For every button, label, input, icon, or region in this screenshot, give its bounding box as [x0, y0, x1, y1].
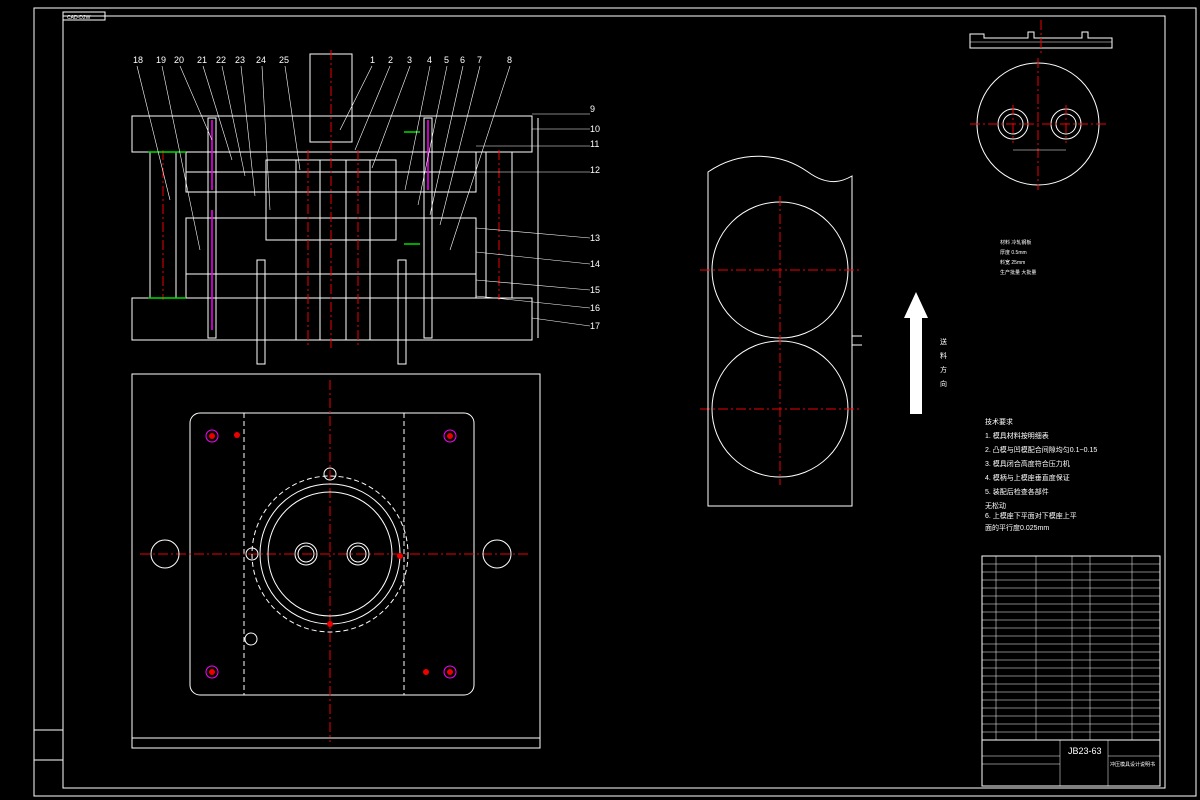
svg-text:生产批量 大批量: 生产批量 大批量 — [1000, 269, 1036, 276]
part-no: 21 — [197, 55, 207, 65]
svg-text:送: 送 — [940, 337, 947, 346]
technical-notes: 技术要求 1. 模具材料按明细表 2. 凸模与凹模配合间隙均匀0.1~0.15 … — [985, 417, 1097, 532]
part-no: 14 — [590, 259, 600, 269]
svg-text:5. 装配后检查各部件: 5. 装配后检查各部件 — [985, 487, 1049, 496]
part-no: 15 — [590, 285, 600, 295]
part-no: 25 — [279, 55, 289, 65]
svg-text:料: 料 — [940, 351, 947, 360]
company-name: 冲压模具设计说明书 — [1110, 761, 1155, 768]
part-no: 11 — [590, 139, 599, 149]
leaders — [136, 65, 591, 327]
part-no: 3 — [407, 55, 412, 65]
svg-text:3. 模具闭合高度符合压力机: 3. 模具闭合高度符合压力机 — [985, 459, 1070, 468]
part-no: 6 — [460, 55, 465, 65]
svg-text:6. 上模座下平面对下模座上平: 6. 上模座下平面对下模座上平 — [985, 511, 1077, 520]
drawing-border — [33, 7, 1197, 797]
plan-view — [131, 373, 541, 749]
part-no: 4 — [427, 55, 432, 65]
part-no: 12 — [590, 165, 600, 175]
parts-list — [981, 555, 1161, 787]
svg-text:无松动: 无松动 — [985, 501, 1006, 510]
svg-text:方: 方 — [940, 365, 947, 374]
svg-text:材料 冷轧钢板: 材料 冷轧钢板 — [1000, 239, 1031, 246]
svg-text:向: 向 — [940, 379, 947, 388]
part-no: 1 — [370, 55, 375, 65]
standard-code: JB23-63 — [1068, 746, 1102, 756]
part-no: 2 — [388, 55, 393, 65]
material-note: 材料 冷轧钢板 厚度 0.5mm 料宽 25mm 生产批量 大批量 — [1000, 239, 1036, 276]
part-no: 22 — [216, 55, 226, 65]
svg-text:2. 凸模与凹模配合间隙均匀0.1~0.15: 2. 凸模与凹模配合间隙均匀0.1~0.15 — [985, 445, 1097, 454]
title-tab-box — [62, 11, 106, 21]
part-no: 18 — [133, 55, 143, 65]
part-no: 24 — [256, 55, 266, 65]
part-no: 9 — [590, 104, 595, 114]
svg-text:厚度 0.5mm: 厚度 0.5mm — [1000, 249, 1027, 256]
feed-arrow-icon — [904, 292, 928, 414]
svg-text:技术要求: 技术要求 — [985, 417, 1013, 426]
part-number-labels: 1 2 3 4 5 6 7 8 9 10 11 12 13 14 15 16 1… — [133, 55, 600, 331]
svg-text:1. 模具材料按明细表: 1. 模具材料按明细表 — [985, 431, 1049, 440]
part-no: 10 — [590, 124, 600, 134]
svg-text:4. 模柄与上模座垂直度保证: 4. 模柄与上模座垂直度保证 — [985, 473, 1070, 482]
direction-label: 送 料 方 向 — [940, 337, 947, 388]
part-no: 8 — [507, 55, 512, 65]
part-no: 13 — [590, 233, 600, 243]
svg-text:料宽 25mm: 料宽 25mm — [1000, 259, 1025, 266]
part-no: 19 — [156, 55, 166, 65]
title-tab: CAD-D2W — [67, 15, 91, 21]
part-no: 16 — [590, 303, 600, 313]
part-no: 17 — [590, 321, 600, 331]
strip-layout — [700, 155, 862, 507]
part-no: 5 — [444, 55, 449, 65]
svg-text:面的平行度0.025mm: 面的平行度0.025mm — [985, 523, 1049, 532]
section-view — [131, 50, 539, 365]
part-no: 20 — [174, 55, 184, 65]
part-drawing — [969, 20, 1113, 190]
part-no: 7 — [477, 55, 482, 65]
part-no: 23 — [235, 55, 245, 65]
